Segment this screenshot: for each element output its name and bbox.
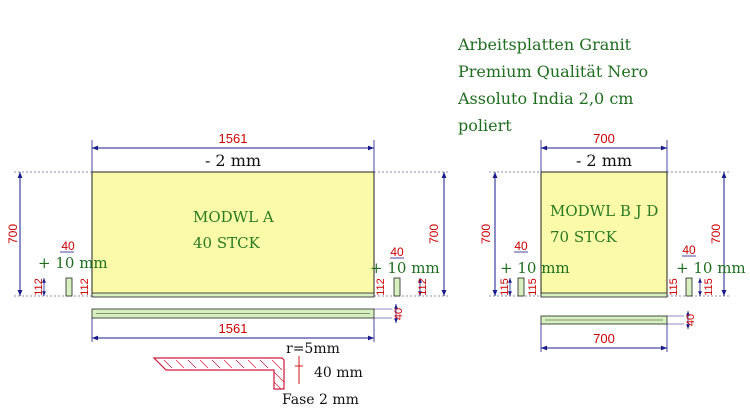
edge-profile-detail: r=5mm 40 mm Fase 2 mm: [152, 341, 363, 408]
panel-b-plus-left: + 10 mm: [500, 259, 570, 277]
panel-b-side-piece-left: [517, 277, 525, 297]
edge-profile-chamfer: Fase 2 mm: [282, 392, 359, 408]
panel-a-rectangle: [91, 171, 375, 297]
panel-a-side-piece-right: [393, 277, 401, 297]
panel-b: 700 - 2 mm MODWL B J D 70 STCK 700 700 1…: [479, 131, 746, 352]
panel-a-small-right-2: 112: [417, 278, 429, 296]
panel-a-offset-left: 40: [61, 239, 75, 253]
panel-b-minus-label: - 2 mm: [576, 151, 632, 170]
panel-a-minus-label: - 2 mm: [205, 151, 261, 170]
panel-b-top-width: 700: [593, 131, 615, 146]
panel-a-plus-left: + 10 mm: [38, 254, 108, 272]
panel-a-side-piece-left: [65, 277, 73, 297]
panel-a-plus-right: + 10 mm: [370, 259, 440, 277]
panel-b-bottom-edge: [540, 292, 668, 298]
header-line-1: Arbeitsplatten Granit: [457, 35, 632, 54]
panel-b-height-left: 700: [479, 224, 493, 244]
panel-a-name: MODWL A: [193, 208, 274, 226]
panel-b-small-right-2: 115: [703, 278, 715, 296]
panel-b-rectangle: [540, 171, 668, 297]
panel-b-strip-thickness: 40: [685, 314, 697, 326]
panel-b-plus-right: + 10 mm: [676, 259, 746, 277]
panel-a-small-left: 112: [33, 278, 45, 296]
edge-profile-thickness: 40 mm: [314, 365, 363, 381]
panel-a-strip-thickness: 40: [393, 308, 405, 320]
header-line-2: Premium Qualität Nero: [458, 62, 648, 81]
panel-b-small-left-2: 115: [527, 278, 539, 296]
panel-b-offset-right: 40: [682, 243, 696, 257]
edge-profile-radius: r=5mm: [286, 341, 340, 357]
panel-a: 1561 - 2 mm MODWL A 40 STCK 700 700 112 …: [6, 131, 450, 342]
panel-a-height-left: 700: [6, 224, 20, 244]
panel-b-small-right: 115: [668, 278, 680, 296]
panel-b-offset-left: 40: [514, 239, 528, 253]
edge-profile-shape: [152, 357, 285, 390]
header-line-4: poliert: [458, 116, 512, 135]
panel-b-side-piece-right: [685, 277, 693, 297]
panel-a-top-width: 1561: [219, 131, 248, 146]
panel-a-offset-right: 40: [390, 245, 404, 259]
panel-a-small-left-2: 112: [79, 278, 91, 296]
panel-b-name: MODWL B J D: [550, 202, 658, 220]
panel-b-small-left: 115: [499, 278, 511, 296]
panel-b-count: 70 STCK: [550, 228, 618, 246]
panel-a-bottom-width: 1561: [219, 321, 248, 336]
panel-a-count: 40 STCK: [193, 234, 261, 252]
panel-a-height-right: 700: [427, 224, 441, 244]
panel-a-small-right: 112: [375, 278, 387, 296]
panel-b-bottom-width: 700: [593, 331, 615, 346]
panel-a-bottom-edge: [91, 292, 375, 298]
panel-b-height-right: 700: [709, 224, 723, 244]
header-line-3: Assoluto India 2,0 cm: [457, 89, 633, 108]
